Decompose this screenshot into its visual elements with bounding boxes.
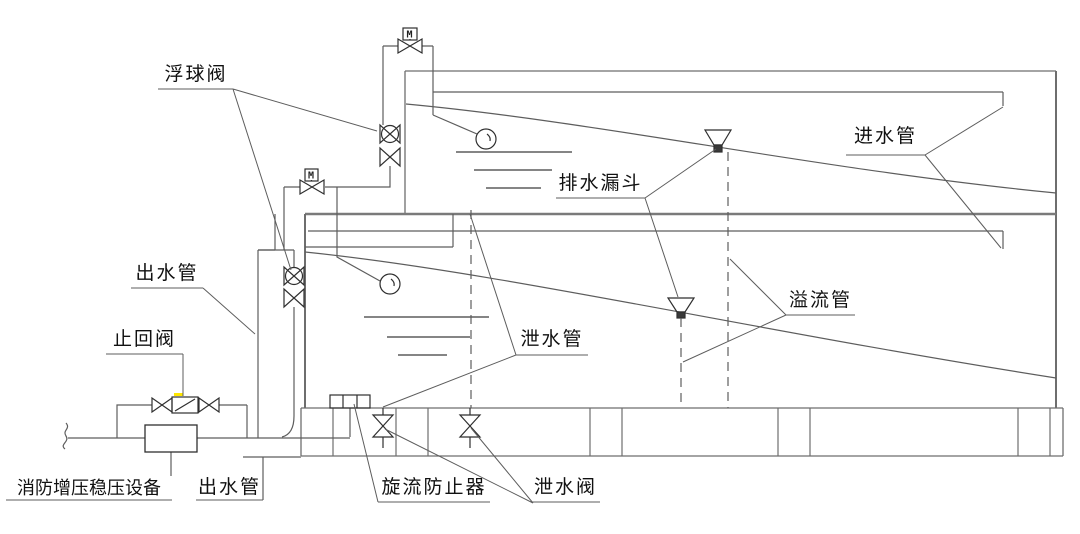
motor-valve-upper-letter: M [407,30,413,41]
tank-structure [300,70,1064,457]
check-valve-group [151,393,220,414]
label-check-valve: 止回阀 [112,329,176,350]
check-valve-symbol [171,396,199,414]
label-fire-booster-equipment: 消防增压稳压设备 [17,478,161,498]
drain-valve-symbols [371,408,482,448]
label-drain-valve: 泄水阀 [533,477,597,498]
motor-valve-lower: M [299,168,325,196]
outlet-piping [62,214,351,500]
water-level-marks [364,151,572,356]
float-ball-upper [475,128,497,150]
label-outlet-pipe-upper: 出水管 [135,263,199,284]
label-drain-pipe: 泄水管 [520,329,584,350]
highlight-mark [174,393,183,396]
booster-equipment-box [144,424,198,453]
label-float-valve: 浮球阀 [164,64,228,85]
label-inlet-pipe: 进水管 [853,126,917,147]
gate-valve-right [198,396,220,414]
pipe-break-symbol [62,422,69,450]
drain-funnels [666,129,733,319]
base-support-blocks [332,408,1051,456]
float-ball-lower [379,273,401,295]
label-vortex-preventer: 旋流防止器 [381,477,487,498]
float-valve-upper [379,123,497,168]
inlet-piping [258,45,1004,282]
label-leader-lines [6,88,1004,504]
label-outlet-pipe-lower: 出水管 [197,477,261,498]
float-valve-lower [283,265,401,309]
motor-valve-lower-letter: M [308,171,314,182]
motor-valve-upper: M [397,27,423,55]
overflow-drain-dashed-pipes [470,152,729,408]
gate-valve-left [151,396,173,414]
label-overflow-pipe: 溢流管 [788,290,852,311]
vortex-preventer-symbol [329,394,371,409]
label-drain-funnel: 排水漏斗 [558,173,643,194]
